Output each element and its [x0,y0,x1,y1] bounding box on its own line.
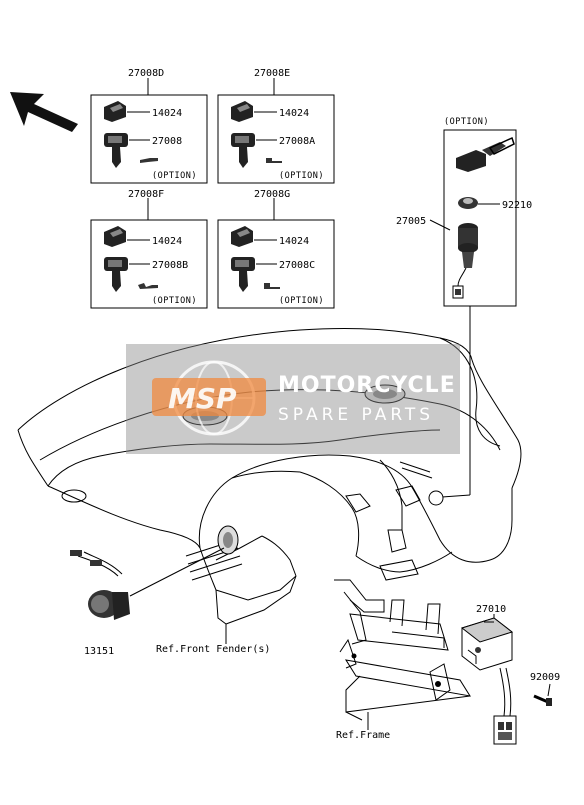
bolt-label: 92009 [530,672,560,683]
front-cowl-outline [17,327,522,625]
key-label: 27008B [152,260,188,271]
ignition-switch-assembly: 27005 92210 (OPTION) [396,117,532,498]
key-set-label: 27008F [128,189,164,200]
relay-label: 27010 [476,604,506,615]
key-cover-icon [231,226,253,247]
ignition-key-icon [456,136,515,172]
bracket-bolt-holes [351,653,441,687]
front-fender-reference: Ref.Front Fender(s) [156,644,270,655]
watermark-title: MOTORCYCLE [278,373,456,398]
key-icon [231,257,255,292]
key-set-label: 27008G [254,189,290,200]
key-label: 27008C [279,260,315,271]
relay-icon [460,617,514,671]
nut-label: 92210 [502,200,532,211]
option-label: (OPTION) [279,171,324,181]
frame-reference: Ref.Frame [336,730,390,741]
frame-bracket [334,579,472,721]
key-cover-label: 14024 [152,108,182,119]
key-cover-icon [231,101,253,122]
key-set-box-f: 27008F 14024 27008B (OPTION) [90,189,208,309]
option-label: (OPTION) [444,117,489,127]
key-set-label: 27008D [128,68,164,79]
bolt-part: 92009 [530,672,560,706]
key-cover-icon [104,101,126,122]
socket-part: 13151 [70,547,225,657]
bolt-icon [533,694,552,706]
watermark-subtitle: SPARE PARTS [278,405,434,425]
key-set-box-e: 27008E 14024 27008A (OPTION) [217,68,335,184]
watermark-logo-icon: MSP [152,360,266,436]
key-label: 27008A [279,136,315,147]
key-cover-label: 14024 [279,108,309,119]
key-cover-label: 14024 [152,236,182,247]
key-icon [104,257,128,292]
switch-assembly-label: 27005 [396,216,426,227]
nut-icon [458,197,478,209]
key-set-box-g: 27008G 14024 27008C (OPTION) [217,189,335,309]
relay-part: 27010 [460,604,517,745]
option-label: (OPTION) [279,296,324,306]
connector-icon [493,715,517,745]
option-label: (OPTION) [152,171,197,181]
key-icon [231,133,255,168]
socket-label: 13151 [84,646,114,657]
socket-icon [88,590,130,620]
watermark: MSP MOTORCYCLE SPARE PARTS [126,344,460,454]
key-set-label: 27008E [254,68,290,79]
key-icon [104,133,128,168]
option-label: (OPTION) [152,296,197,306]
louver-details [185,461,433,581]
watermark-logo-text: MSP [168,382,237,415]
key-set-box-d: 27008D 14024 27008 (OPTION) [90,68,208,184]
key-cover-label: 14024 [279,236,309,247]
key-label: 27008 [152,136,182,147]
key-cover-icon [104,226,126,247]
front-direction-arrow-icon [10,92,78,132]
switch-body-icon [458,223,478,268]
